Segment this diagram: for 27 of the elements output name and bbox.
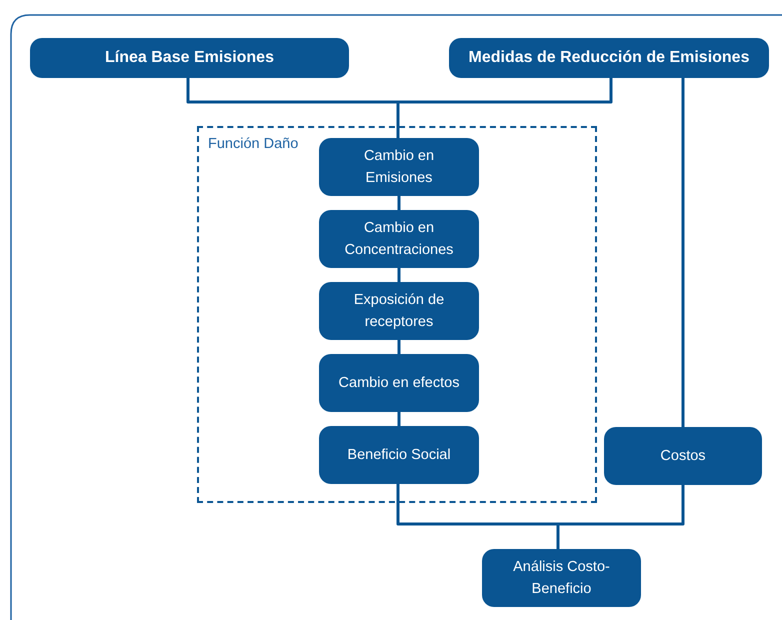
box-label: Beneficio Social [347, 446, 451, 465]
process-box [319, 354, 479, 412]
process-box [319, 426, 479, 484]
connector-line [398, 340, 400, 354]
connector-line [682, 78, 684, 427]
process-box [449, 38, 769, 78]
box-label: Línea Base Emisiones [105, 48, 274, 68]
connector-line [396, 78, 612, 138]
box-label: Cambio en efectos [338, 374, 460, 393]
connector-line [398, 196, 400, 210]
connector-line [398, 412, 400, 426]
group-heading: Función Daño [208, 136, 298, 152]
box-label: Cambio en Concentraciones [344, 219, 454, 260]
process-box [319, 282, 479, 340]
process-box [604, 427, 762, 485]
box-label: Medidas de Reducción de Emisiones [468, 48, 750, 68]
box-label: Costos [660, 447, 706, 466]
box-label: Cambio en Emisiones [362, 147, 436, 188]
process-box [319, 138, 479, 196]
box-label: Exposición de receptores [352, 291, 446, 332]
box-label: Análisis Costo-Beneficio [512, 558, 611, 599]
connector-line [398, 268, 400, 282]
dashed-group-box [197, 126, 597, 503]
connector-line [556, 485, 684, 549]
process-box [482, 549, 641, 607]
process-box [319, 210, 479, 268]
process-box [30, 38, 349, 78]
